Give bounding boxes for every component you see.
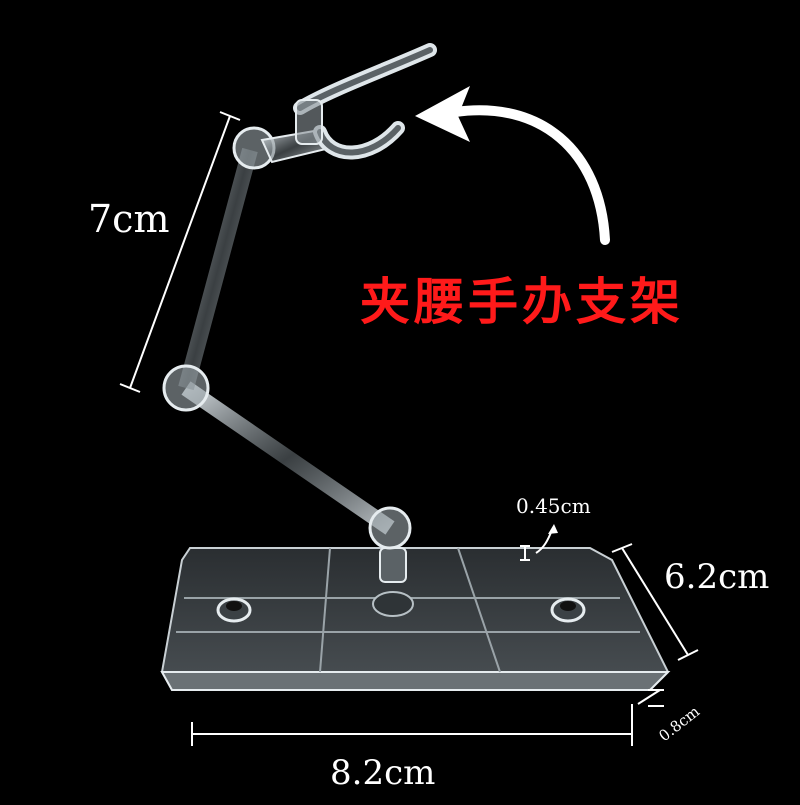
stand-base bbox=[160, 547, 671, 691]
stand-arm bbox=[162, 126, 412, 560]
peg-height-label: 0.45cm bbox=[516, 494, 591, 518]
base-depth-label: 6.2cm bbox=[664, 557, 769, 597]
base-width-label: 8.2cm bbox=[330, 753, 435, 793]
arm-length-dimension: 7cm bbox=[88, 111, 241, 393]
waist-clamp bbox=[260, 43, 437, 164]
base-peg-left bbox=[216, 597, 252, 623]
product-label: 夹腰手办支架 bbox=[360, 273, 684, 331]
arm-length-label: 7cm bbox=[88, 197, 170, 241]
peg-height-dimension: 0.45cm bbox=[516, 494, 591, 561]
base-width-dimension: 8.2cm bbox=[191, 704, 633, 793]
pointer-arrow bbox=[415, 86, 610, 245]
middle-joint bbox=[162, 364, 210, 412]
base-depth-dimension: 6.2cm bbox=[611, 543, 769, 661]
base-peg-right bbox=[550, 597, 586, 623]
lower-joint bbox=[368, 506, 412, 550]
